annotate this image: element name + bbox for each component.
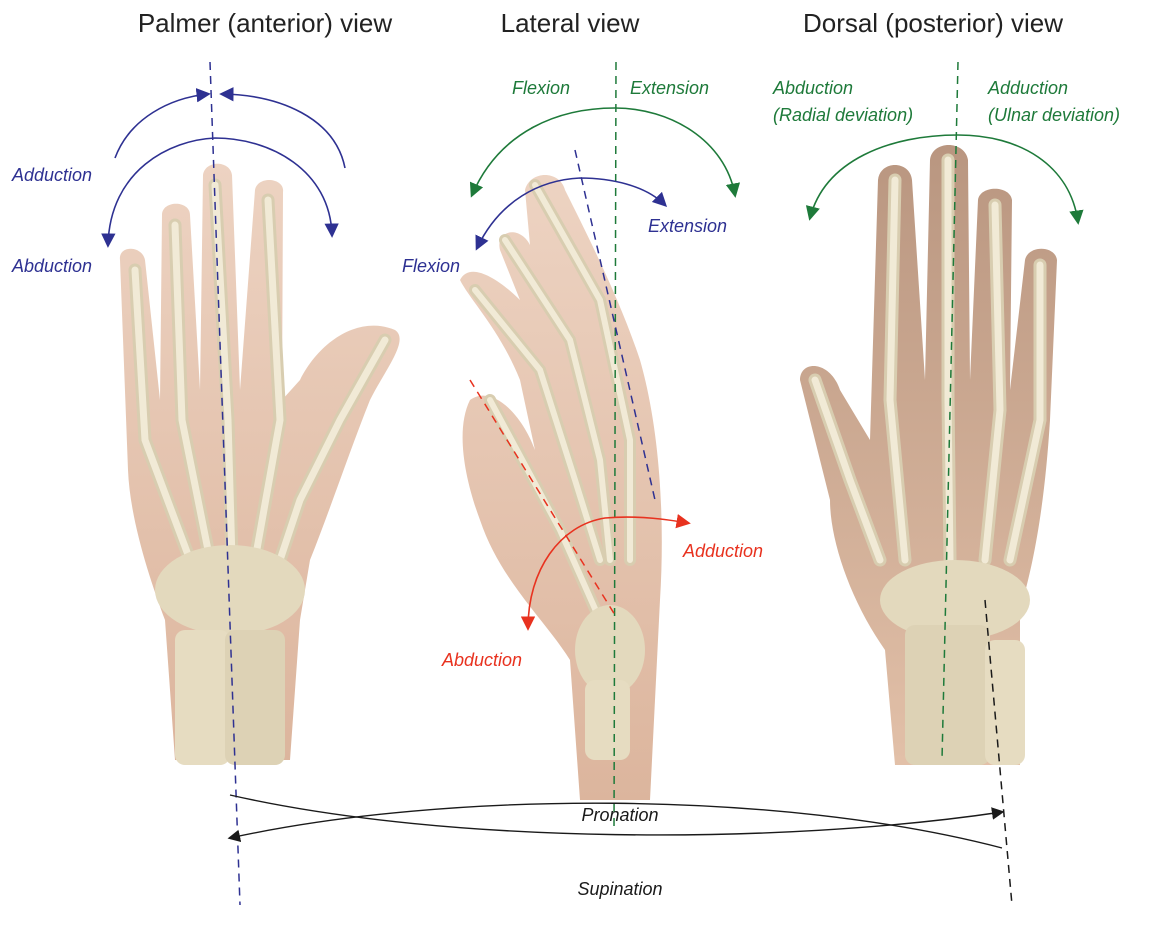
title-dorsal-view: Dorsal (posterior) view (803, 8, 1063, 38)
title-lateral-view: Lateral view (501, 8, 640, 38)
lateral-hand-illustration (460, 175, 662, 800)
pronation-label: Pronation (581, 805, 658, 825)
supination-label: Supination (577, 879, 662, 899)
dorsal-adduction-label: Adduction (987, 78, 1068, 98)
title-palmar-view: Palmer (anterior) view (138, 8, 393, 38)
dorsal-abduction-label: Abduction (772, 78, 853, 98)
finger-extension-label: Extension (648, 216, 727, 236)
wrist-flexion-label: Flexion (512, 78, 570, 98)
ulnar-deviation-label: (Ulnar deviation) (988, 105, 1120, 125)
adduction-arrow-right (222, 94, 345, 168)
palmar-abduction-label: Abduction (11, 256, 92, 276)
finger-flexion-label: Flexion (402, 256, 460, 276)
palmar-hand-illustration (120, 164, 400, 765)
radial-deviation-label: (Radial deviation) (773, 105, 913, 125)
palmar-adduction-label: Adduction (11, 165, 92, 185)
dorsal-hand-illustration (800, 145, 1057, 765)
wrist-extension-label: Extension (630, 78, 709, 98)
adduction-arrow-left (115, 94, 208, 158)
thumb-adduction-label: Adduction (682, 541, 763, 561)
wrist-flexion-extension-arrow (472, 108, 735, 195)
thumb-abduction-label: Abduction (441, 650, 522, 670)
